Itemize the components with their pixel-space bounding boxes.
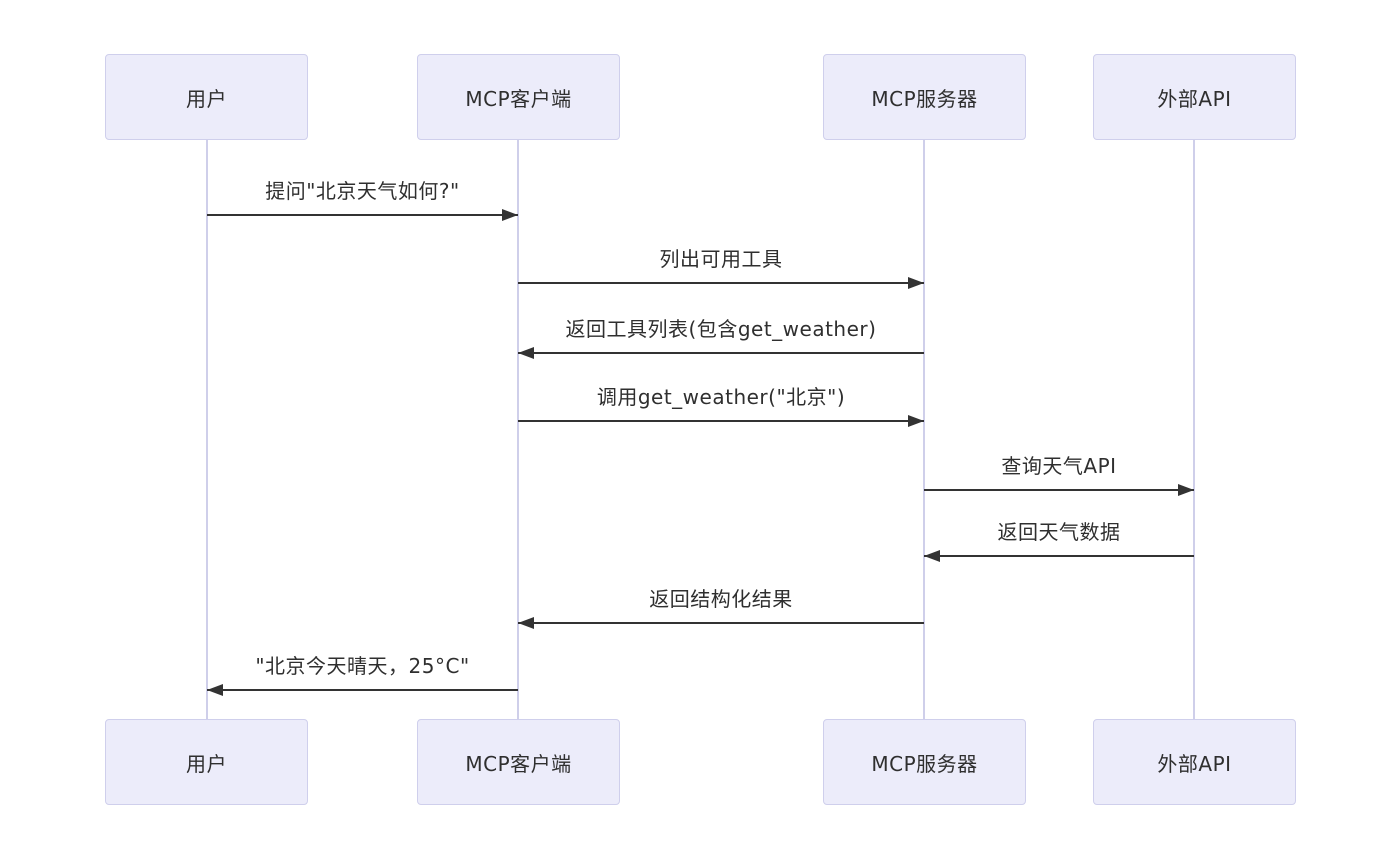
message-3: 返回工具列表(包含get_weather)	[518, 308, 924, 359]
arrow-line	[518, 277, 924, 289]
message-6: 返回天气数据	[924, 511, 1194, 562]
arrow-line	[924, 484, 1194, 496]
message-5: 查询天气API	[924, 445, 1194, 496]
message-5-label: 查询天气API	[1001, 454, 1117, 478]
arrow-line	[924, 550, 1194, 562]
message-7: 返回结构化结果	[518, 578, 924, 629]
message-2-label: 列出可用工具	[659, 247, 783, 271]
actor-top-mcp-server: MCP服务器	[823, 54, 1026, 140]
arrowhead-left-icon	[924, 550, 940, 562]
arrowhead-right-icon	[1178, 484, 1194, 496]
message-7-label: 返回结构化结果	[649, 587, 793, 611]
arrowhead-left-icon	[518, 617, 534, 629]
actor-bottom-mcp-server: MCP服务器	[823, 719, 1026, 805]
actor-bottom-external-api: 外部API	[1093, 719, 1296, 805]
lifeline-external-api	[1193, 140, 1195, 719]
message-4-label: 调用get_weather("北京")	[596, 385, 846, 409]
actor-top-mcp-client: MCP客户端	[417, 54, 620, 140]
message-6-label: 返回天气数据	[997, 520, 1121, 544]
arrow-line	[518, 415, 924, 427]
message-1-label: 提问"北京天气如何?"	[265, 179, 460, 203]
message-2: 列出可用工具	[518, 238, 924, 289]
arrowhead-right-icon	[908, 415, 924, 427]
lifeline-mcp-client	[517, 140, 519, 719]
lifeline-mcp-server	[923, 140, 925, 719]
message-3-label: 返回工具列表(包含get_weather)	[565, 317, 877, 341]
arrowhead-right-icon	[908, 277, 924, 289]
arrow-line	[518, 617, 924, 629]
message-8: "北京今天晴天，25°C"	[207, 645, 518, 696]
arrowhead-right-icon	[502, 209, 518, 221]
actor-bottom-mcp-client: MCP客户端	[417, 719, 620, 805]
arrow-line	[207, 209, 518, 221]
actor-top-user: 用户	[105, 54, 308, 140]
message-8-label: "北京今天晴天，25°C"	[255, 654, 470, 678]
message-1: 提问"北京天气如何?"	[207, 170, 518, 221]
arrowhead-left-icon	[207, 684, 223, 696]
arrow-line	[207, 684, 518, 696]
arrow-line	[518, 347, 924, 359]
actor-bottom-user: 用户	[105, 719, 308, 805]
message-4: 调用get_weather("北京")	[518, 376, 924, 427]
lifeline-user	[206, 140, 208, 719]
actor-top-external-api: 外部API	[1093, 54, 1296, 140]
arrowhead-left-icon	[518, 347, 534, 359]
